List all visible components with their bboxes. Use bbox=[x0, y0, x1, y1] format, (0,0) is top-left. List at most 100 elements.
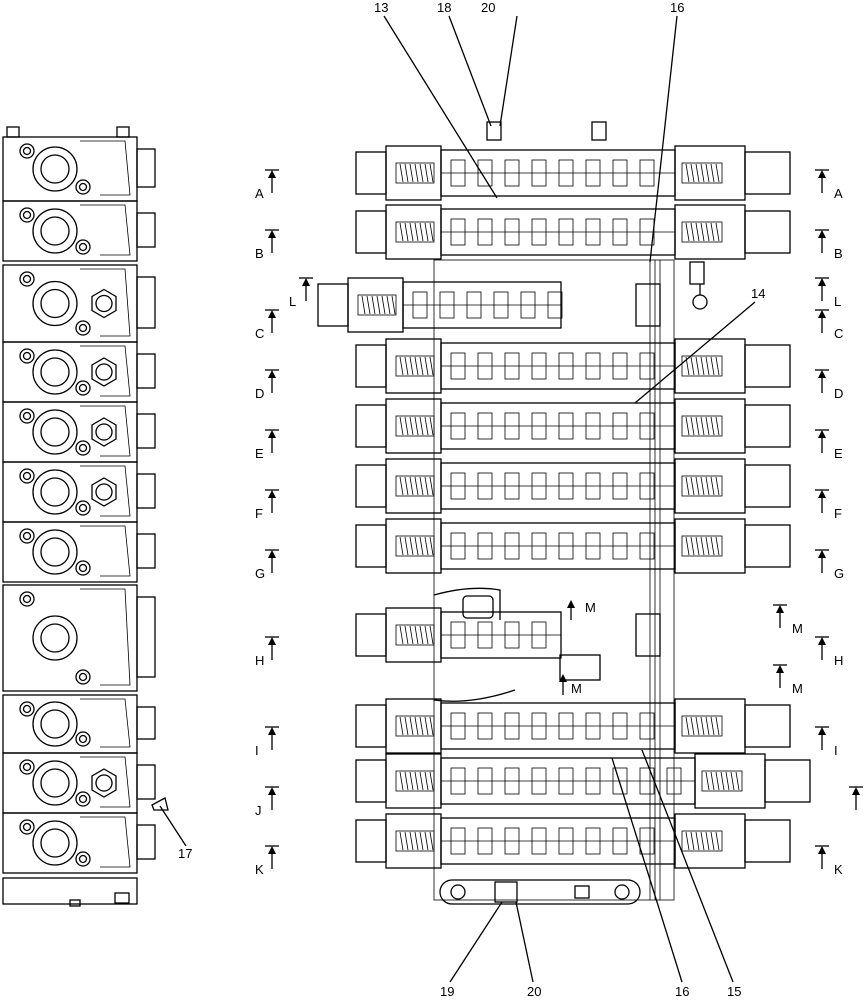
callout-14: 14 bbox=[634, 286, 765, 404]
left-marker-d-4: D bbox=[255, 369, 279, 401]
callout-17: 17 bbox=[159, 805, 192, 861]
right-marker-j-12: J bbox=[849, 786, 863, 810]
right-marker-f-6-letter: F bbox=[834, 506, 842, 521]
callout-17-text: 17 bbox=[178, 846, 192, 861]
right-marker-i-11: I bbox=[815, 726, 838, 758]
right-marker-e-5: E bbox=[815, 429, 843, 461]
right-marker-g-7: G bbox=[815, 549, 844, 581]
left-marker-g-7-letter: G bbox=[255, 566, 265, 581]
callout-16-top-text: 16 bbox=[670, 0, 684, 15]
side-section-6 bbox=[2, 521, 156, 583]
left-marker-l-2-letter: L bbox=[289, 294, 296, 309]
spool-section-0 bbox=[355, 145, 791, 201]
left-marker-f-6: F bbox=[255, 489, 279, 521]
right-marker-a-0-letter: A bbox=[834, 186, 843, 201]
right-marker-b-1-letter: B bbox=[834, 246, 843, 261]
left-marker-k-11-letter: K bbox=[255, 862, 264, 877]
right-marker-k-13: K bbox=[815, 845, 843, 877]
left-marker-g-7: G bbox=[255, 549, 279, 581]
left-marker-h-8-letter: H bbox=[255, 653, 264, 668]
right-marker-c-3-letter: C bbox=[834, 326, 843, 341]
side-section-3 bbox=[2, 341, 156, 403]
side-section-0 bbox=[2, 136, 156, 202]
right-marker-d-4: D bbox=[815, 369, 843, 401]
left-marker-a-0: A bbox=[255, 169, 279, 201]
right-marker-m-10-letter: M bbox=[792, 681, 803, 696]
m-flow-label-upper: M bbox=[567, 600, 596, 620]
side-section-8 bbox=[2, 694, 156, 754]
left-marker-f-6-letter: F bbox=[255, 506, 263, 521]
left-marker-b-1: B bbox=[255, 229, 279, 261]
side-section-9 bbox=[2, 752, 156, 814]
spool-section-6 bbox=[355, 518, 791, 574]
spool-section-9 bbox=[355, 753, 811, 809]
side-section-5 bbox=[2, 461, 156, 523]
spool-section-2 bbox=[317, 277, 661, 333]
left-marker-e-5-letter: E bbox=[255, 446, 264, 461]
m-label-upper: M bbox=[585, 600, 596, 615]
left-marker-a-0-letter: A bbox=[255, 186, 264, 201]
callout-16-bottom-text: 16 bbox=[675, 984, 689, 999]
side-view-valve-stack bbox=[2, 126, 169, 907]
left-marker-j-10-letter: J bbox=[255, 803, 262, 818]
spool-section-5 bbox=[355, 458, 791, 514]
spool-section-4 bbox=[355, 398, 791, 454]
left-section-markers: A B L C D E F G H I J K bbox=[255, 169, 313, 877]
m-flow-label-lower: M bbox=[559, 674, 582, 696]
callout-15-text: 15 bbox=[727, 984, 741, 999]
spool-section-8 bbox=[355, 698, 791, 754]
side-section-4 bbox=[2, 401, 156, 463]
left-marker-h-8: H bbox=[255, 636, 279, 668]
right-marker-a-0: A bbox=[815, 169, 843, 201]
callout-18: 18 bbox=[437, 0, 492, 127]
callout-20-top-text: 20 bbox=[481, 0, 495, 15]
callout-20-bottom: 20 bbox=[515, 901, 541, 999]
callout-20-bottom-text: 20 bbox=[527, 984, 541, 999]
left-marker-k-11: K bbox=[255, 845, 279, 877]
left-marker-c-3-letter: C bbox=[255, 326, 264, 341]
side-section-7 bbox=[2, 584, 156, 692]
left-marker-l-2: L bbox=[289, 277, 313, 309]
right-marker-l-2: L bbox=[815, 277, 841, 309]
right-marker-d-4-letter: D bbox=[834, 386, 843, 401]
callout-15: 15 bbox=[641, 749, 741, 999]
side-section-2 bbox=[2, 264, 156, 343]
spool-section-3 bbox=[355, 338, 791, 394]
callout-16-bottom: 16 bbox=[611, 757, 689, 999]
left-marker-j-10: J bbox=[255, 786, 279, 818]
right-section-markers: A B L C D E F G M H M I J K bbox=[773, 169, 863, 877]
callout-18-text: 18 bbox=[437, 0, 451, 15]
callout-13: 13 bbox=[374, 0, 498, 199]
left-marker-c-3: C bbox=[255, 309, 279, 341]
callout-19: 19 bbox=[440, 901, 503, 999]
right-marker-l-2-letter: L bbox=[834, 294, 841, 309]
side-section-10 bbox=[2, 812, 156, 874]
m-label-lower: M bbox=[571, 681, 582, 696]
left-marker-i-9: I bbox=[255, 726, 279, 758]
right-marker-f-6: F bbox=[815, 489, 842, 521]
right-marker-c-3: C bbox=[815, 309, 843, 341]
side-section-1 bbox=[2, 200, 156, 262]
spool-section-10 bbox=[355, 813, 791, 869]
right-marker-b-1: B bbox=[815, 229, 843, 261]
callout-14-text: 14 bbox=[751, 286, 765, 301]
right-marker-h-9-letter: H bbox=[834, 653, 843, 668]
right-marker-m-8: M bbox=[773, 604, 803, 636]
callout-13-text: 13 bbox=[374, 0, 388, 15]
left-marker-b-1-letter: B bbox=[255, 246, 264, 261]
right-marker-e-5-letter: E bbox=[834, 446, 843, 461]
right-marker-m-10: M bbox=[773, 664, 803, 696]
callout-20-top: 20 bbox=[481, 0, 518, 127]
left-marker-e-5: E bbox=[255, 429, 279, 461]
left-marker-d-4-letter: D bbox=[255, 386, 264, 401]
spool-section-7 bbox=[355, 607, 661, 663]
right-marker-m-8-letter: M bbox=[792, 621, 803, 636]
right-marker-h-9: H bbox=[815, 636, 843, 668]
front-view-valve-body bbox=[317, 121, 811, 905]
right-marker-g-7-letter: G bbox=[834, 566, 844, 581]
spool-section-1 bbox=[355, 204, 791, 260]
right-marker-i-11-letter: I bbox=[834, 743, 838, 758]
callout-16-top: 16 bbox=[649, 0, 684, 263]
callout-19-text: 19 bbox=[440, 984, 454, 999]
